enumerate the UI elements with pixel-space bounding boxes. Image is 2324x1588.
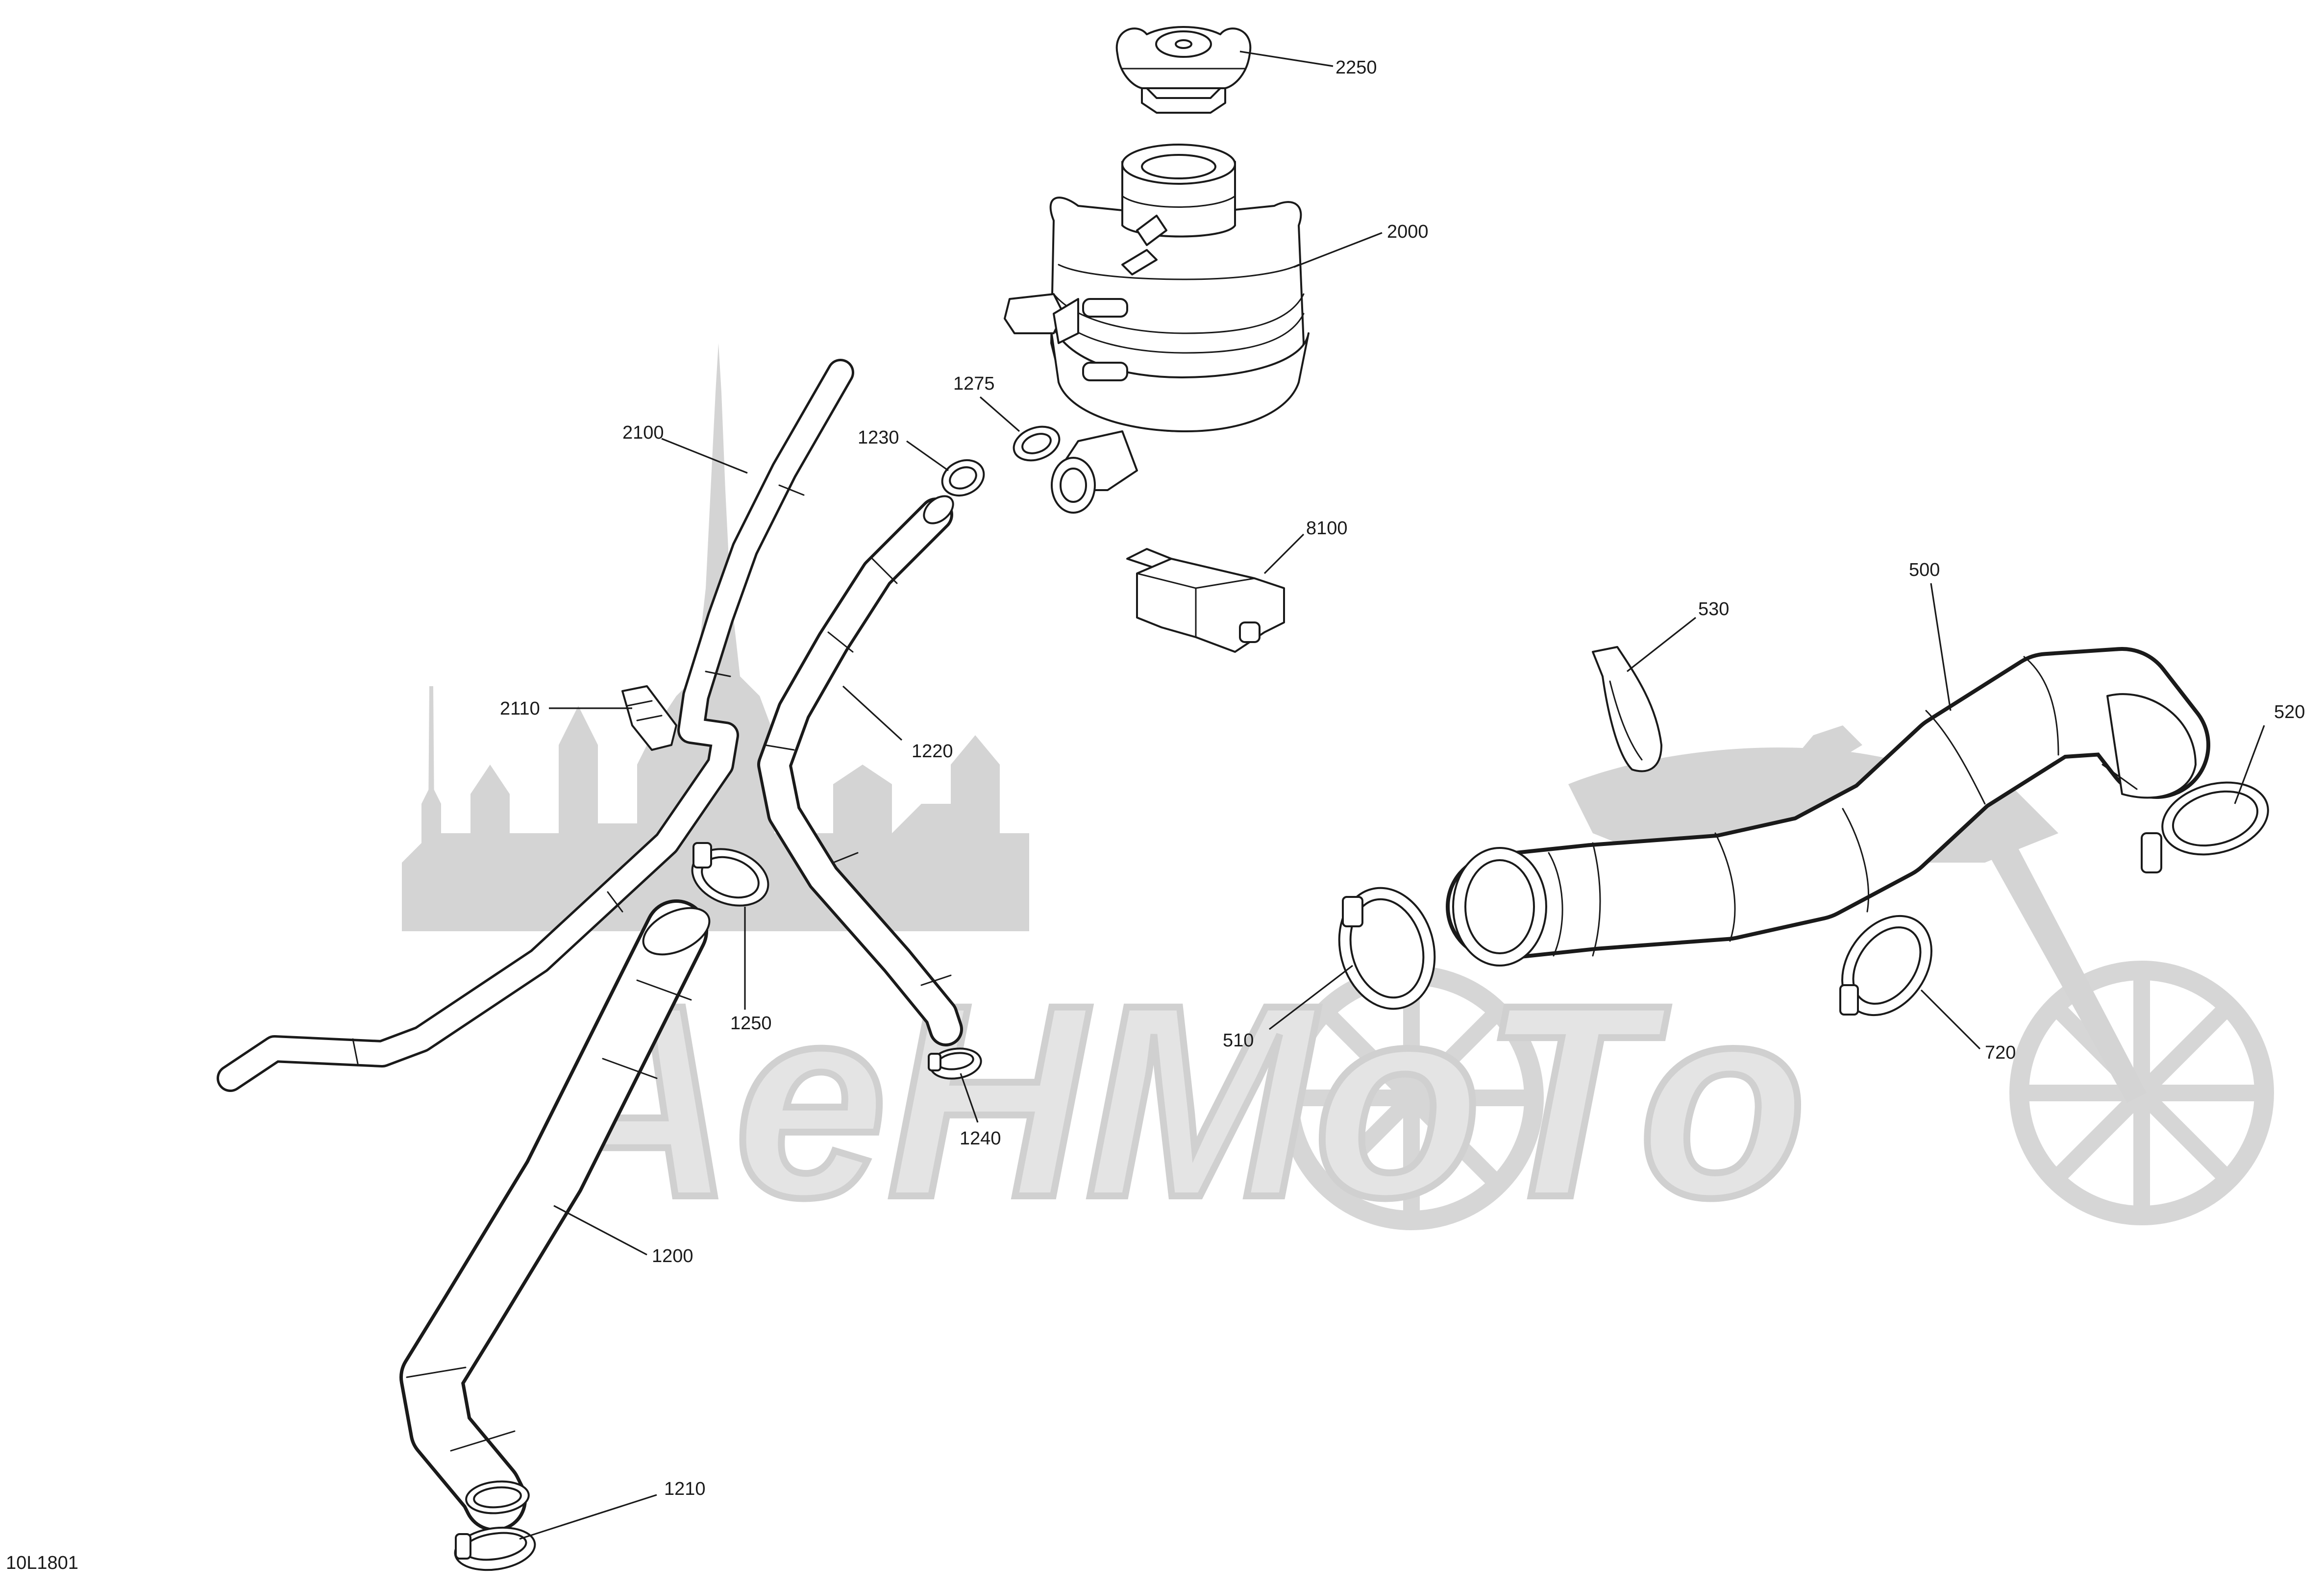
callout-1230: 1230 bbox=[858, 427, 899, 448]
watermark-spire-left-icon bbox=[428, 686, 434, 814]
callout-2000: 2000 bbox=[1387, 222, 1429, 242]
leader-lines bbox=[519, 50, 2265, 1540]
callout-520: 520 bbox=[2274, 702, 2305, 722]
hose-1200 bbox=[399, 899, 711, 1532]
clamp-510 bbox=[1338, 887, 1436, 1010]
clamp-520 bbox=[2141, 781, 2269, 873]
callout-1200: 1200 bbox=[652, 1246, 693, 1266]
radiator-cap-2250 bbox=[1115, 26, 1252, 114]
clamp-720 bbox=[1839, 915, 1932, 1017]
clamp-1240 bbox=[928, 1047, 982, 1080]
callout-8100: 8100 bbox=[1306, 518, 1348, 539]
hose-1220 bbox=[757, 495, 963, 1046]
callout-2250: 2250 bbox=[1335, 57, 1377, 78]
callout-labels: 2250 2000 1275 1230 2100 8100 2110 1220 … bbox=[500, 57, 2305, 1499]
hose-2100 bbox=[217, 359, 854, 1092]
clamp-1275 bbox=[1013, 425, 1061, 462]
clamp-1210 bbox=[454, 1526, 536, 1571]
callout-1275: 1275 bbox=[953, 373, 995, 394]
clip-530 bbox=[1592, 646, 1662, 772]
clamp-1230 bbox=[941, 459, 985, 496]
callout-2100: 2100 bbox=[622, 422, 664, 443]
drawing-id: 10L1801 bbox=[6, 1553, 78, 1573]
expansion-tank-2000 bbox=[1004, 144, 1310, 514]
callout-500: 500 bbox=[1909, 560, 1940, 580]
watermark-text: AeHMoTo bbox=[527, 947, 1806, 1254]
clip-2110 bbox=[621, 685, 677, 751]
clamp-1250 bbox=[691, 842, 769, 907]
watermark: AeHMoTo bbox=[402, 343, 2274, 1258]
callout-1240: 1240 bbox=[960, 1128, 1001, 1149]
callout-1210: 1210 bbox=[664, 1479, 706, 1499]
bracket-8100 bbox=[1126, 548, 1285, 653]
callout-1220: 1220 bbox=[912, 741, 953, 762]
callout-1250: 1250 bbox=[730, 1013, 772, 1034]
hose-500 bbox=[1446, 647, 2210, 967]
callout-2110: 2110 bbox=[500, 698, 540, 719]
callout-510: 510 bbox=[1223, 1030, 1254, 1051]
callout-720: 720 bbox=[1985, 1042, 2016, 1063]
callout-530: 530 bbox=[1698, 599, 1729, 620]
